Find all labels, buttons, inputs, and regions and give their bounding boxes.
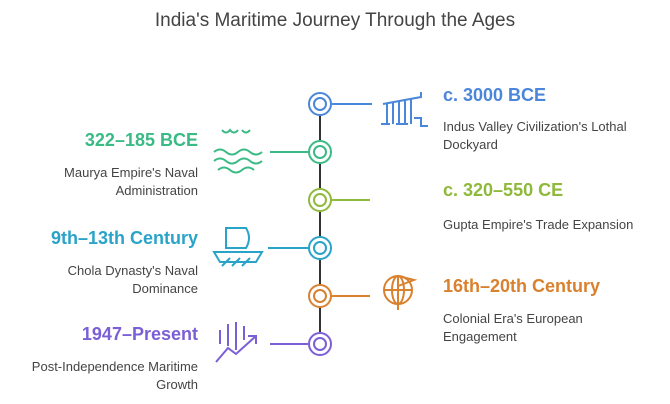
event-period-2: c. 320–550 CE (443, 180, 564, 200)
dockyard-icon (381, 92, 428, 127)
event-description-2: Gupta Empire's Trade Expansion (443, 217, 634, 232)
event-period-0: c. 3000 BCE (443, 85, 547, 105)
event-description-0: Indus Valley Civilization's Lothal Docky… (443, 119, 627, 152)
event-period-5: 1947–Present (81, 324, 198, 344)
event-period-1: 322–185 BCE (84, 130, 198, 150)
timeline-node-2 (308, 188, 370, 212)
timeline-node-0 (308, 92, 372, 116)
timeline-node-3 (268, 236, 332, 260)
event-period-3: 9th–13th Century (50, 228, 198, 248)
timeline-node-4 (308, 284, 370, 308)
timeline-node-1 (270, 140, 332, 164)
event-description-4: Colonial Era's European Engagement (443, 311, 583, 344)
event-description-1: Maurya Empire's Naval Administration (64, 165, 198, 198)
event-period-4: 16th–20th Century (443, 276, 601, 296)
ship-icon (212, 227, 264, 267)
event-description-5: Post-Independence Maritime Growth (31, 359, 198, 392)
growth-chart-icon (215, 322, 257, 363)
event-description-3: Chola Dynasty's Naval Dominance (67, 263, 198, 296)
waves-birds-icon (213, 128, 263, 174)
globe-flag-icon (383, 275, 418, 310)
diagram-title: India's Maritime Journey Through the Age… (154, 10, 516, 31)
timeline-node-5 (270, 332, 332, 356)
